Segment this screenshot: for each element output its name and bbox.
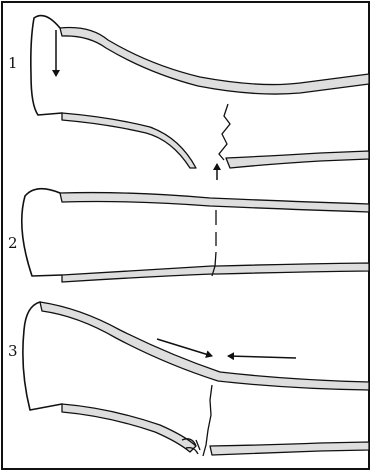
panel-2 <box>22 189 369 282</box>
panel-1-fracture-line <box>219 104 230 160</box>
panel-3-bone-end-outline <box>23 302 62 410</box>
panel-2-bone-end-outline <box>22 189 62 276</box>
panel-1-lower-cortex-proximal <box>62 113 196 168</box>
panel-1 <box>31 16 369 180</box>
panel-3-label: 3 <box>8 344 18 359</box>
panel-3-lower-cortex-distal <box>210 442 369 455</box>
panel-1-label: 1 <box>8 56 18 71</box>
panel-3-force-arrow-left-icon <box>228 356 296 358</box>
panel-3-upper-cortex <box>40 302 369 390</box>
panel-1-bone-end-outline <box>31 16 62 115</box>
panel-3-lower-cortex-proximal <box>62 404 196 452</box>
panel-2-upper-cortex <box>60 193 369 212</box>
panel-2-label: 2 <box>8 236 18 251</box>
panel-1-lower-cortex-distal <box>226 151 369 168</box>
panel-3 <box>23 302 369 456</box>
panel-1-upper-cortex <box>60 28 369 95</box>
